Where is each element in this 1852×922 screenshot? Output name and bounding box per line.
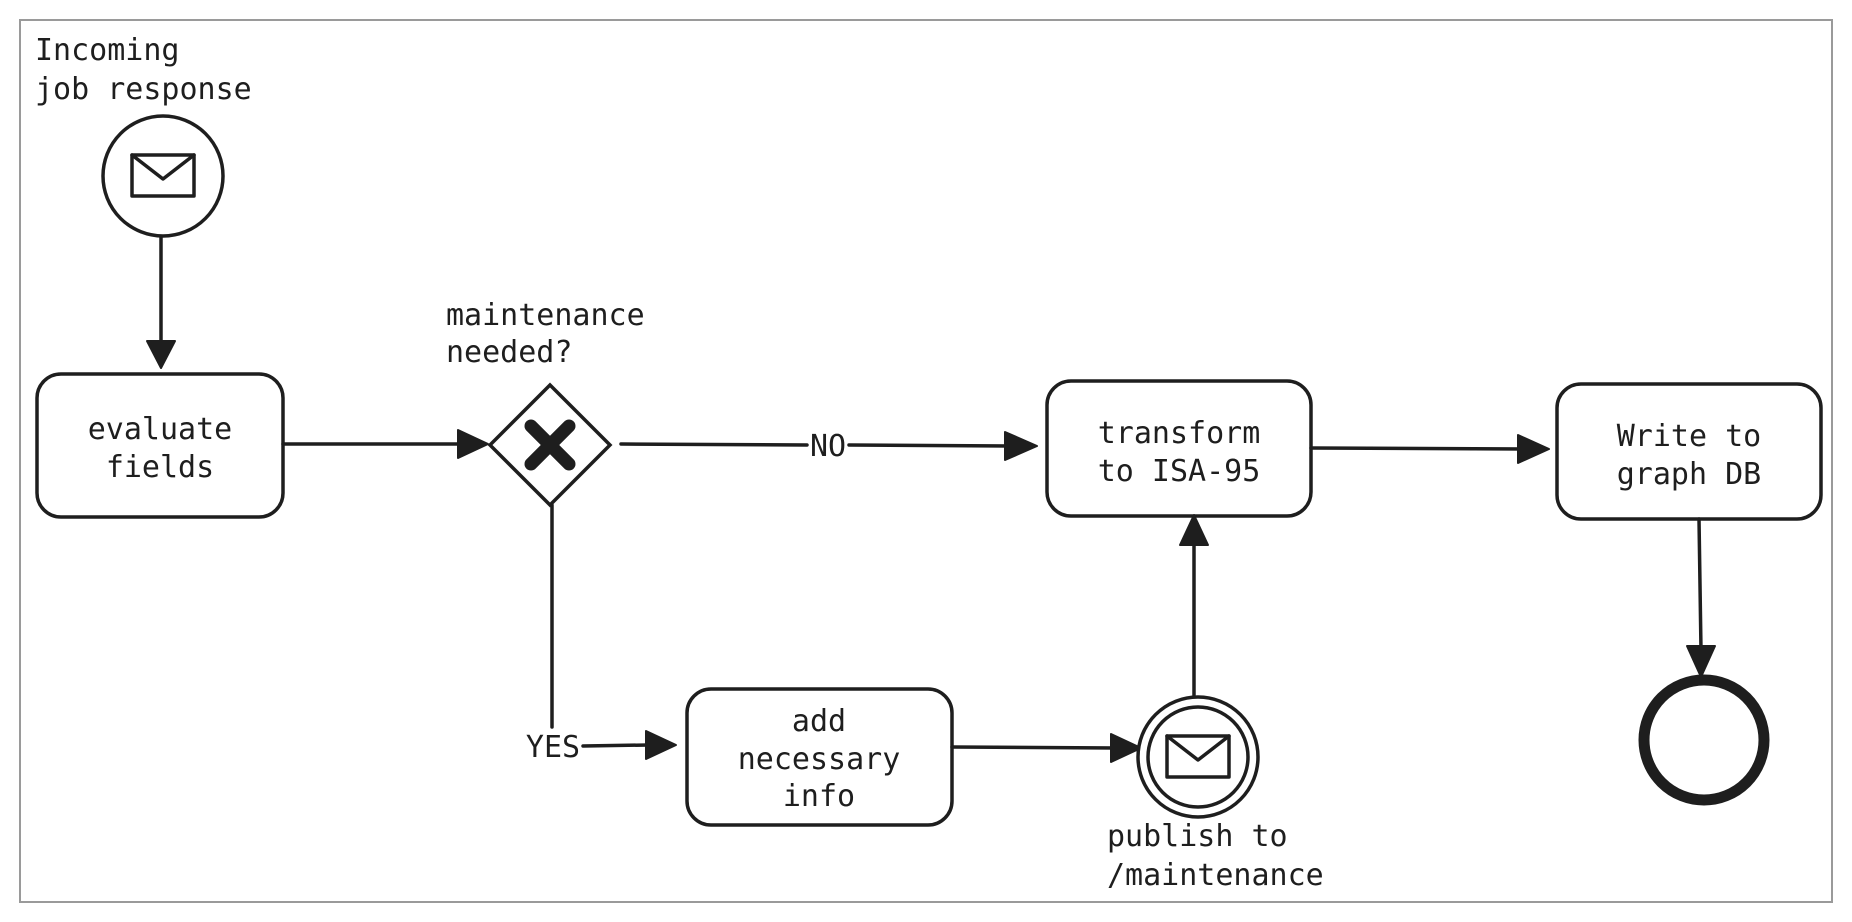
task-evaluate-label-line1: evaluate: [88, 412, 233, 447]
flow-add-info-to-publish: [950, 733, 1142, 763]
task-add-necessary-info[interactable]: add necessary info: [685, 687, 954, 827]
end-circle-icon: [1638, 674, 1770, 806]
task-transform-isa95[interactable]: transform to ISA-95: [1045, 379, 1313, 518]
intermediate-event-label-line2: /maintenance: [1107, 858, 1324, 893]
envelope-icon: [1165, 734, 1231, 779]
start-event-label-line1: Incoming: [35, 33, 180, 68]
task-write-label-line1: Write to: [1617, 419, 1762, 454]
task-write-label-line2: graph DB: [1617, 457, 1762, 492]
envelope-icon: [130, 153, 196, 198]
task-add-info-label-line1: add: [792, 704, 846, 739]
flow-yes-label: YES: [526, 730, 580, 765]
flow-transform-to-write: [1309, 434, 1550, 464]
start-event[interactable]: [101, 114, 225, 238]
gateway-maintenance-needed[interactable]: [487, 382, 613, 508]
flow-publish-to-transform: [1179, 514, 1209, 697]
task-write-graph-db[interactable]: Write to graph DB: [1555, 382, 1823, 521]
task-evaluate-fields[interactable]: evaluate fields: [35, 372, 285, 519]
intermediate-event-label-line1: publish to: [1107, 819, 1288, 854]
task-evaluate-label-line2: fields: [106, 450, 214, 485]
task-add-info-label-line2: necessary: [738, 742, 901, 777]
gateway-label-line2: needed?: [446, 335, 572, 370]
flow-gateway-no-to-transform: [619, 431, 1038, 461]
flow-no-label: NO: [810, 429, 846, 464]
x-icon: [524, 419, 576, 471]
task-transform-label-line1: transform: [1098, 416, 1261, 451]
flow-write-to-end: [1686, 517, 1716, 678]
flow-start-to-evaluate: [146, 235, 176, 369]
flow-evaluate-to-gateway: [281, 429, 489, 459]
intermediate-event-publish[interactable]: [1136, 695, 1260, 819]
task-add-info-label-line3: info: [783, 779, 855, 814]
gateway-label-line1: maintenance: [446, 298, 645, 333]
start-event-label-line2: job response: [35, 72, 252, 107]
end-event[interactable]: [1638, 674, 1770, 806]
flow-gateway-yes-to-add-info: [550, 503, 677, 760]
task-transform-label-line2: to ISA-95: [1098, 454, 1261, 489]
